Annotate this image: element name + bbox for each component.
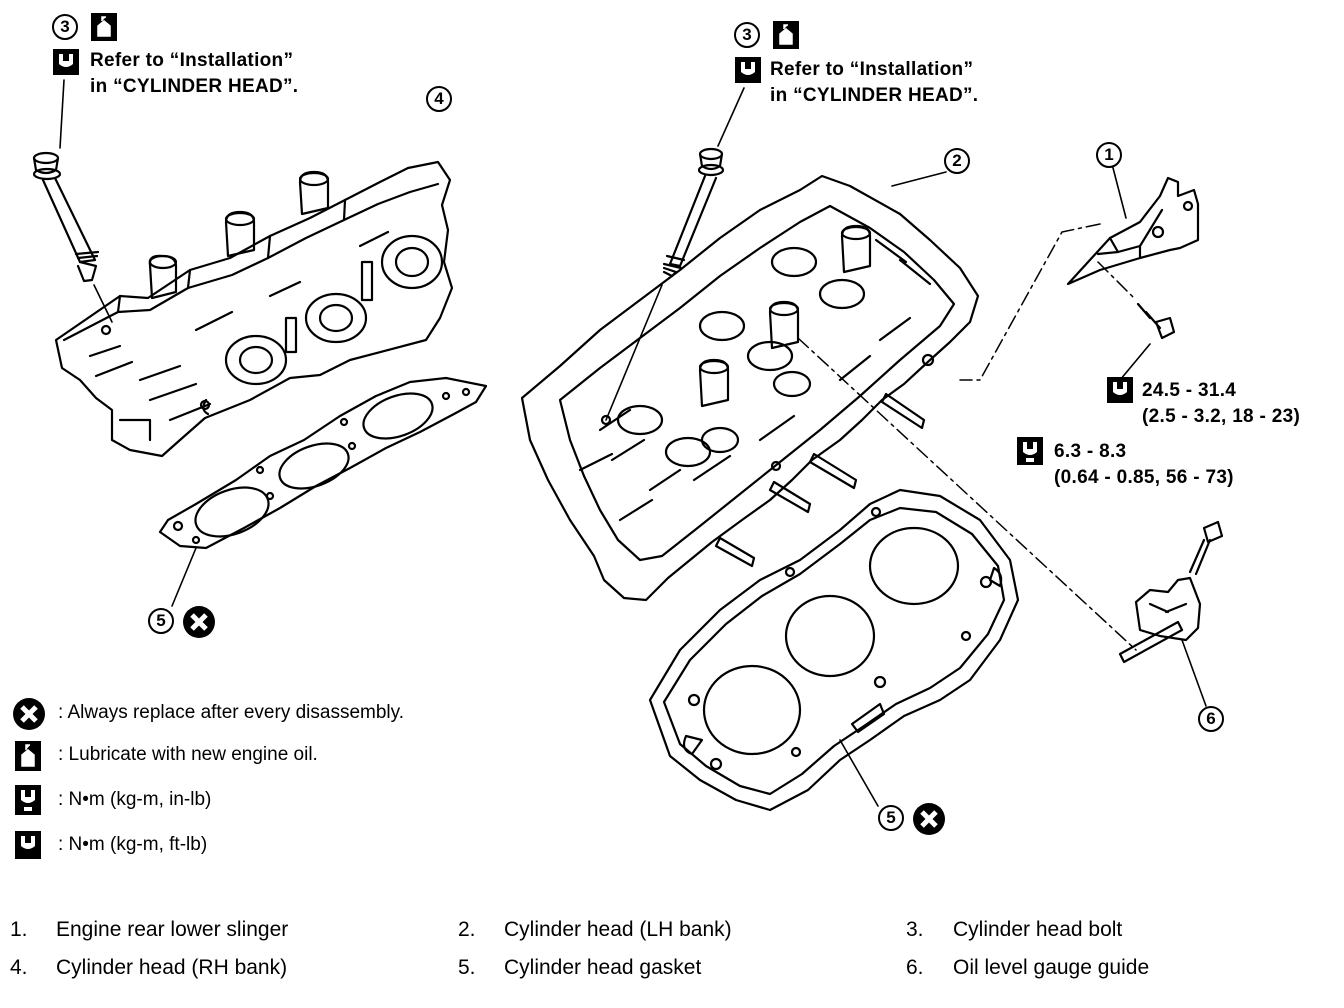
alignment-lines bbox=[797, 223, 1137, 651]
slinger-bolt-torque-line2: (2.5 - 3.2, 18 - 23) bbox=[1142, 406, 1301, 427]
callout-number-2: 2 bbox=[944, 148, 970, 174]
part-name-4: Cylinder head (RH bank) bbox=[56, 956, 288, 979]
slinger-bolt-torque-line1: 24.5 - 31.4 bbox=[1142, 380, 1237, 401]
part-number-3: 3. bbox=[906, 918, 924, 941]
bolt-left-note-line1: Refer to “Installation” bbox=[90, 50, 294, 71]
callout-number-3-right: 3 bbox=[734, 22, 760, 48]
oil-can-icon bbox=[773, 21, 799, 49]
cylinder-head-rh-bank bbox=[54, 160, 454, 458]
torque-ftlb-icon bbox=[15, 831, 41, 859]
part-number-2: 2. bbox=[458, 918, 476, 941]
oil-can-icon bbox=[91, 13, 117, 41]
bolt-right-note-line1: Refer to “Installation” bbox=[770, 59, 974, 80]
torque-ftlb-icon bbox=[735, 57, 761, 83]
replace-x-icon bbox=[13, 698, 45, 730]
part-name-6: Oil level gauge guide bbox=[953, 956, 1150, 979]
torque-inlb-icon bbox=[1017, 437, 1043, 465]
cylinder-head-lh-bank bbox=[520, 171, 980, 602]
part-number-6: 6. bbox=[906, 956, 924, 979]
callout-number-5-right: 5 bbox=[878, 805, 904, 831]
callout-number-6: 6 bbox=[1198, 706, 1224, 732]
part-number-4: 4. bbox=[10, 956, 28, 979]
cylinder-head-gasket-right bbox=[648, 488, 1020, 812]
legend-text-torque-inlb: : N•m (kg-m, in-lb) bbox=[58, 789, 212, 810]
torque-ftlb-icon bbox=[1107, 377, 1133, 403]
bolt-left-note-line2: in “CYLINDER HEAD”. bbox=[90, 76, 299, 97]
part-number-5: 5. bbox=[458, 956, 476, 979]
callout-number-4: 4 bbox=[426, 86, 452, 112]
legend-text-replace: : Always replace after every disassembly… bbox=[58, 702, 405, 723]
cylinder-head-gasket-left bbox=[158, 376, 488, 607]
guide-bolt-torque-line1: 6.3 - 8.3 bbox=[1054, 441, 1127, 462]
part-number-1: 1. bbox=[10, 918, 28, 941]
callout-number-3-left: 3 bbox=[52, 14, 78, 40]
torque-ftlb-icon bbox=[53, 49, 79, 75]
replace-x-icon bbox=[183, 606, 215, 638]
callout-number-5-left: 5 bbox=[148, 608, 174, 634]
cylinder-head-bolt-left bbox=[32, 79, 113, 323]
replace-x-icon bbox=[913, 803, 945, 835]
part-name-2: Cylinder head (LH bank) bbox=[504, 918, 732, 941]
part-name-1: Engine rear lower slinger bbox=[56, 918, 289, 941]
callout-number-1: 1 bbox=[1096, 142, 1122, 168]
torque-inlb-icon bbox=[15, 785, 41, 815]
cylinder-head-bolt-right bbox=[605, 87, 745, 421]
legend-text-torque-ftlb: : N•m (kg-m, ft-lb) bbox=[58, 834, 208, 855]
oil-level-gauge-guide bbox=[1118, 520, 1224, 707]
engine-rear-lower-slinger bbox=[1066, 163, 1200, 381]
legend-text-lubricate: : Lubricate with new engine oil. bbox=[58, 744, 318, 765]
bolt-right-note-line2: in “CYLINDER HEAD”. bbox=[770, 85, 979, 106]
part-name-5: Cylinder head gasket bbox=[504, 956, 702, 979]
part-name-3: Cylinder head bolt bbox=[953, 918, 1123, 941]
oil-can-icon bbox=[15, 741, 41, 771]
guide-bolt-torque-line2: (0.64 - 0.85, 56 - 73) bbox=[1054, 467, 1234, 488]
